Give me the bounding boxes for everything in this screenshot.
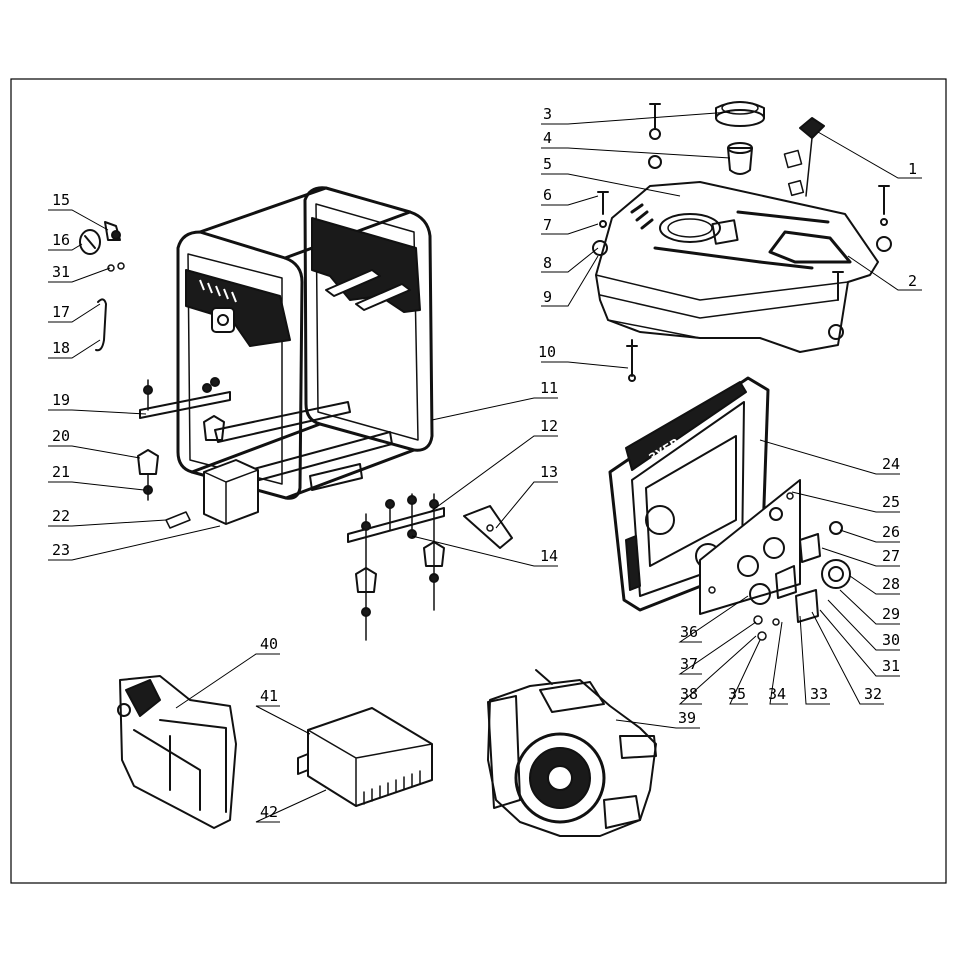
callout-34: 34 xyxy=(768,685,786,703)
diagram-border xyxy=(10,78,947,884)
callout-29: 29 xyxy=(882,605,900,623)
small-parts-left xyxy=(79,221,125,352)
callout-24: 24 xyxy=(882,455,900,473)
callout-7: 7 xyxy=(543,216,552,234)
callout-14: 14 xyxy=(540,547,558,565)
callout-33: 33 xyxy=(810,685,828,703)
callout-25: 25 xyxy=(882,493,900,511)
callout-35: 35 xyxy=(728,685,746,703)
battery-box xyxy=(203,459,259,525)
callout-39: 39 xyxy=(678,709,696,727)
callout-38: 38 xyxy=(680,685,698,703)
callout-31: 31 xyxy=(52,263,70,281)
callout-23: 23 xyxy=(52,541,70,559)
callout-6: 6 xyxy=(543,186,552,204)
callout-20: 20 xyxy=(52,427,70,445)
callout-labels: 1 2 3 4 5 6 7 8 9 10 11 12 13 14 15 16 1… xyxy=(52,105,917,821)
callout-30: 30 xyxy=(882,631,900,649)
callout-9: 9 xyxy=(543,288,552,306)
fuel-tank-group xyxy=(592,101,892,382)
inverter-module xyxy=(307,707,433,807)
callout-13: 13 xyxy=(540,463,558,481)
callout-26: 26 xyxy=(882,523,900,541)
muffler-group xyxy=(117,675,237,829)
callout-36: 36 xyxy=(680,623,698,641)
fuel-tank xyxy=(595,181,879,353)
callout-12: 12 xyxy=(540,417,558,435)
callout-2: 2 xyxy=(908,272,917,290)
callout-1: 1 xyxy=(908,160,917,178)
callout-11: 11 xyxy=(540,379,558,397)
callout-8: 8 xyxy=(543,254,552,272)
callout-40: 40 xyxy=(260,635,278,653)
callout-15: 15 xyxy=(52,191,70,209)
mount-set-right xyxy=(347,493,513,641)
callout-5: 5 xyxy=(543,155,552,173)
callout-28: 28 xyxy=(882,575,900,593)
callout-19: 19 xyxy=(52,391,70,409)
callout-27: 27 xyxy=(882,547,900,565)
callout-3: 3 xyxy=(543,105,552,123)
callout-42: 42 xyxy=(260,803,278,821)
callout-37: 37 xyxy=(680,655,698,673)
callout-18: 18 xyxy=(52,339,70,357)
callout-32: 32 xyxy=(864,685,882,703)
inverter-module-group xyxy=(297,707,433,807)
callout-lines xyxy=(48,111,922,823)
callout-31b: 31 xyxy=(882,657,900,675)
engine-group xyxy=(487,669,657,837)
callout-22: 22 xyxy=(52,507,70,525)
muffler xyxy=(119,675,237,829)
mount-set-left xyxy=(137,377,259,529)
frame-group xyxy=(176,186,434,500)
callout-16: 16 xyxy=(52,231,70,249)
callout-10: 10 xyxy=(538,343,556,361)
control-panel-group: ЗУБР ЗУБР xyxy=(608,376,851,641)
callout-41: 41 xyxy=(260,687,278,705)
callout-21: 21 xyxy=(52,463,70,481)
frame-rear-loop xyxy=(176,230,304,500)
callout-17: 17 xyxy=(52,303,70,321)
callout-4: 4 xyxy=(543,129,552,147)
